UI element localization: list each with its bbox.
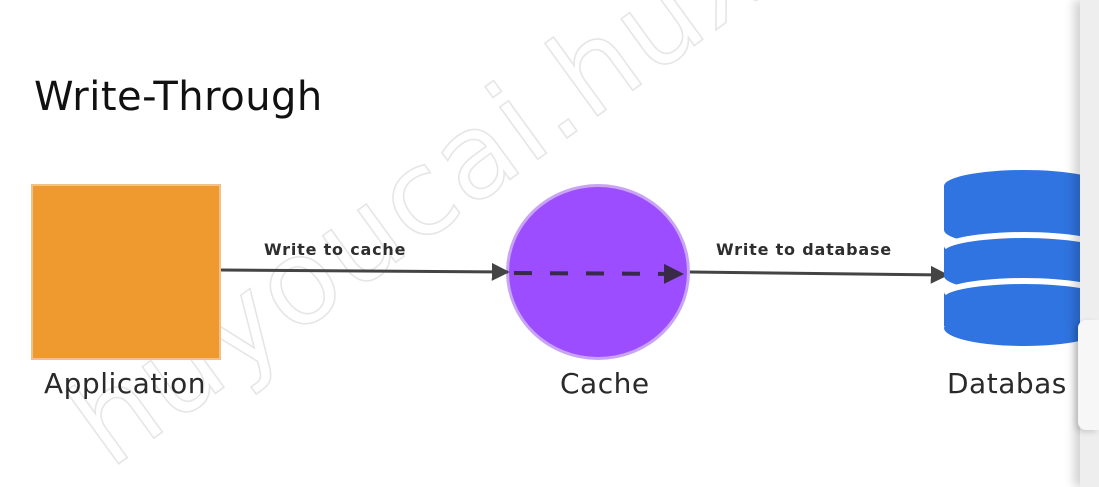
application-label: Application (44, 367, 206, 400)
edge-label-write-to-cache: Write to cache (264, 240, 407, 259)
cache-node (506, 184, 690, 360)
arrow-cache-to-database (689, 265, 949, 284)
application-node (31, 184, 221, 360)
side-panel-tab[interactable] (1078, 320, 1099, 430)
database-icon (944, 170, 1099, 346)
diagram-title: Write-Through (34, 74, 323, 120)
arrow-app-to-cache (220, 262, 510, 281)
database-label: Databas (947, 367, 1067, 400)
cache-label: Cache (560, 367, 650, 400)
edge-label-write-to-database: Write to database (716, 240, 892, 259)
